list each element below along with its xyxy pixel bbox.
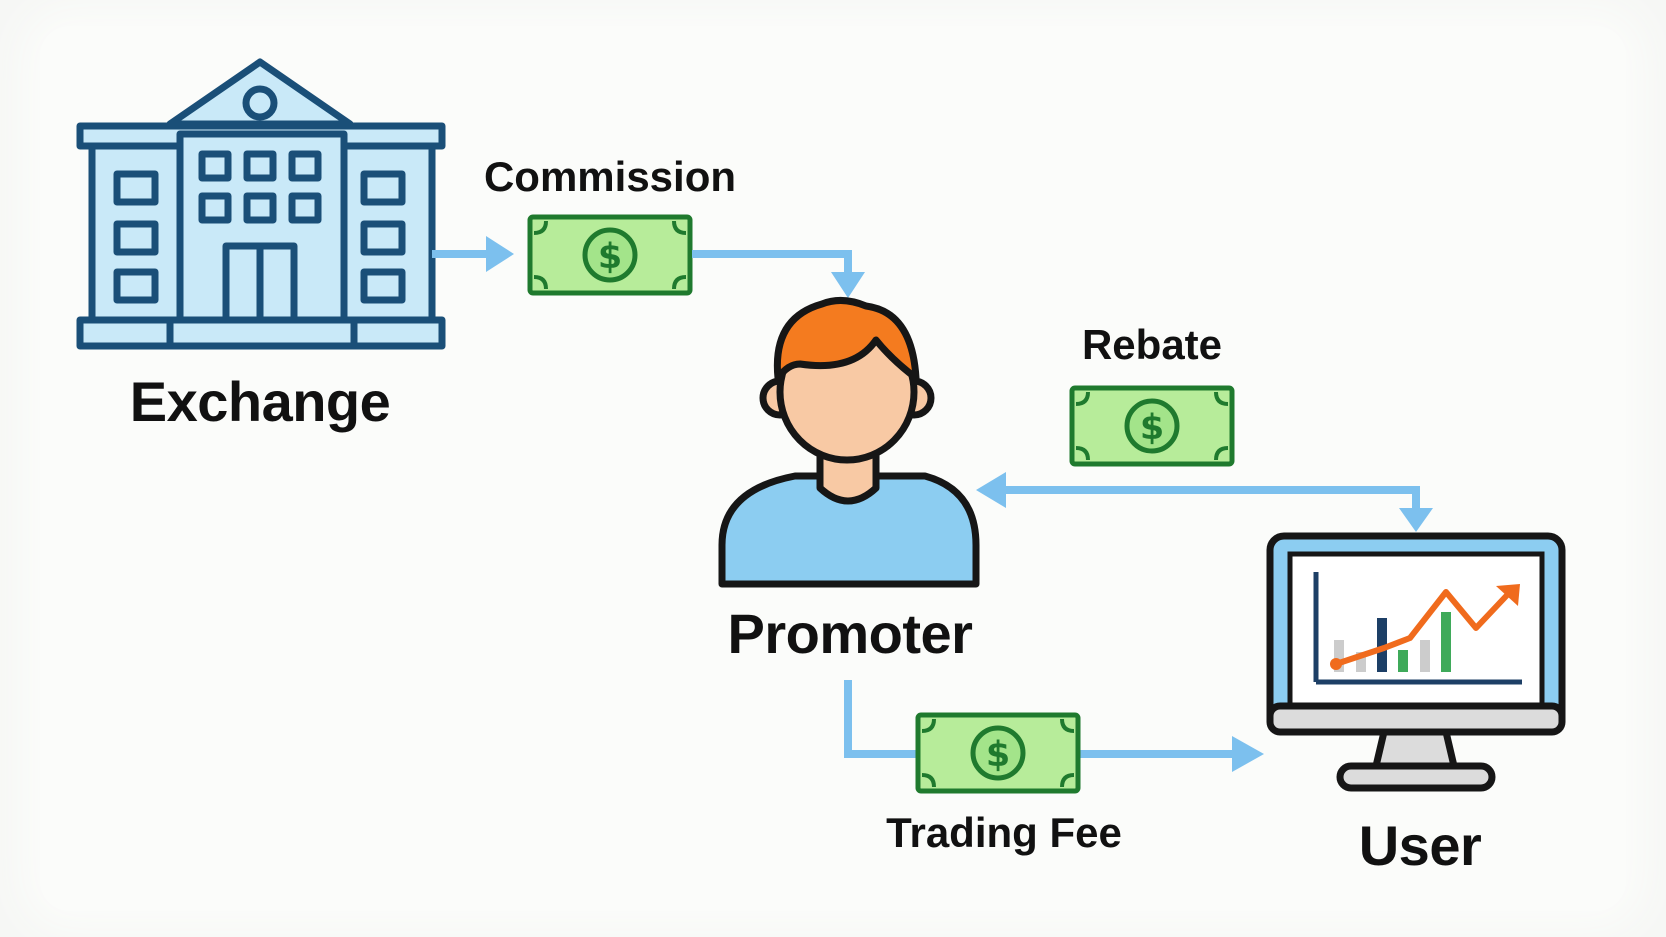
rebate-arrow [976,472,1433,532]
bank-building-icon [76,58,446,350]
user-label: User [1358,814,1482,877]
rebate-label: Rebate [1081,321,1223,368]
trading-fee-bill-icon [918,715,1078,791]
commission-arrow-in [432,236,514,272]
promoter-label: Promoter [727,602,973,665]
commission-arrow-out [692,250,865,298]
commission-bill-icon [530,217,690,293]
exchange-label: Exchange [129,370,391,433]
monitor-chart-icon [1266,532,1566,792]
commission-label: Commission [483,153,737,200]
trading-fee-label: Trading Fee [886,809,1122,856]
rebate-bill-icon [1072,388,1232,464]
person-avatar-icon [718,297,980,588]
trading-fee-arrow [844,680,1264,772]
